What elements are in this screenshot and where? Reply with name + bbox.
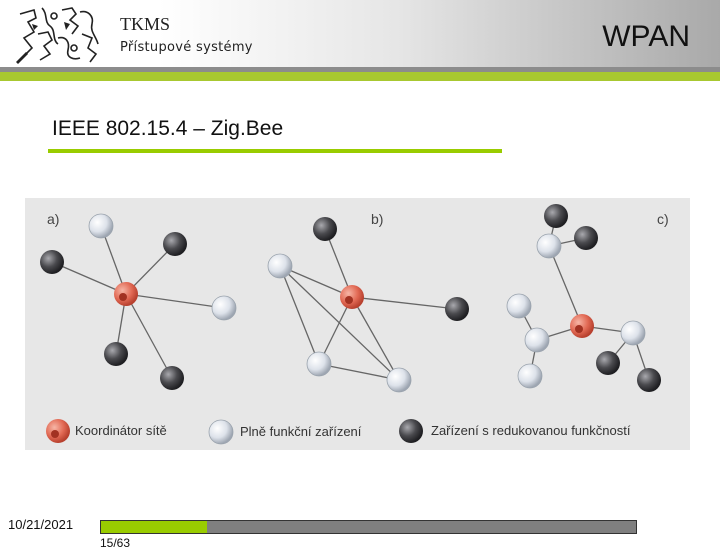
header-divider-green [0,72,720,81]
coordinator-node [570,314,594,338]
star-topology [51,225,225,379]
coordinator-node [340,285,364,309]
legend-full-function-label: Plně funkční zařízení [240,424,362,439]
topic-label: WPAN [602,20,690,53]
full-function-node [620,320,646,346]
legend-reduced-function-label: Zařízení s redukovanou funkčností [431,423,631,438]
university-logo-icon [16,7,99,64]
full-function-node [506,293,532,319]
reduced-function-node [104,342,128,366]
mesh-topology [279,228,458,381]
full-function-node [267,253,293,279]
slide-progress-fill [101,521,207,533]
topology-diagram: a) b) c) [40,204,669,445]
reduced-function-node [445,297,469,321]
star-nodes [40,213,237,390]
cluster-tree-nodes [506,204,661,392]
panel-label-b: b) [371,211,383,227]
slide-progress-bar [100,520,637,534]
department-name: Přístupové systémy [120,40,253,55]
panel-label-c: c) [657,211,669,227]
diagram-legend: Koordinátor sítě Plně funkční zařízení Z… [46,419,631,445]
legend-full-function-icon [208,419,234,445]
organization-name: TKMS [120,14,171,34]
full-function-node [517,363,543,389]
reduced-function-node [40,250,64,274]
reduced-function-node [574,226,598,250]
full-function-node [88,213,114,239]
footer-date: 10/21/2021 [8,517,74,532]
full-function-node [536,233,562,259]
legend-coordinator-icon [46,419,70,443]
reduced-function-node [313,217,337,241]
legend-reduced-function-icon [399,419,423,443]
full-function-node [211,295,237,321]
coordinator-core [575,325,583,333]
reduced-function-node [596,351,620,375]
full-function-node [386,367,412,393]
reduced-function-node [637,368,661,392]
reduced-function-node [160,366,184,390]
slide-header: TKMS Přístupové systémy WPAN [0,0,720,70]
coordinator-node [114,282,138,306]
coordinator-core [345,296,353,304]
slide-title: IEEE 802.15.4 – Zig.Bee [52,117,284,140]
title-underline [48,149,502,153]
header-divider-grey [0,67,720,72]
full-function-node [524,327,550,353]
legend-coordinator-core [51,430,59,438]
full-function-node [306,351,332,377]
page-number: 15/63 [100,536,131,550]
mesh-nodes [267,217,469,393]
topology-figure: a) b) c) [25,198,690,450]
reduced-function-node [544,204,568,228]
coordinator-core [119,293,127,301]
panel-label-a: a) [47,211,59,227]
reduced-function-node [163,232,187,256]
legend-coordinator-label: Koordinátor sítě [75,423,167,438]
